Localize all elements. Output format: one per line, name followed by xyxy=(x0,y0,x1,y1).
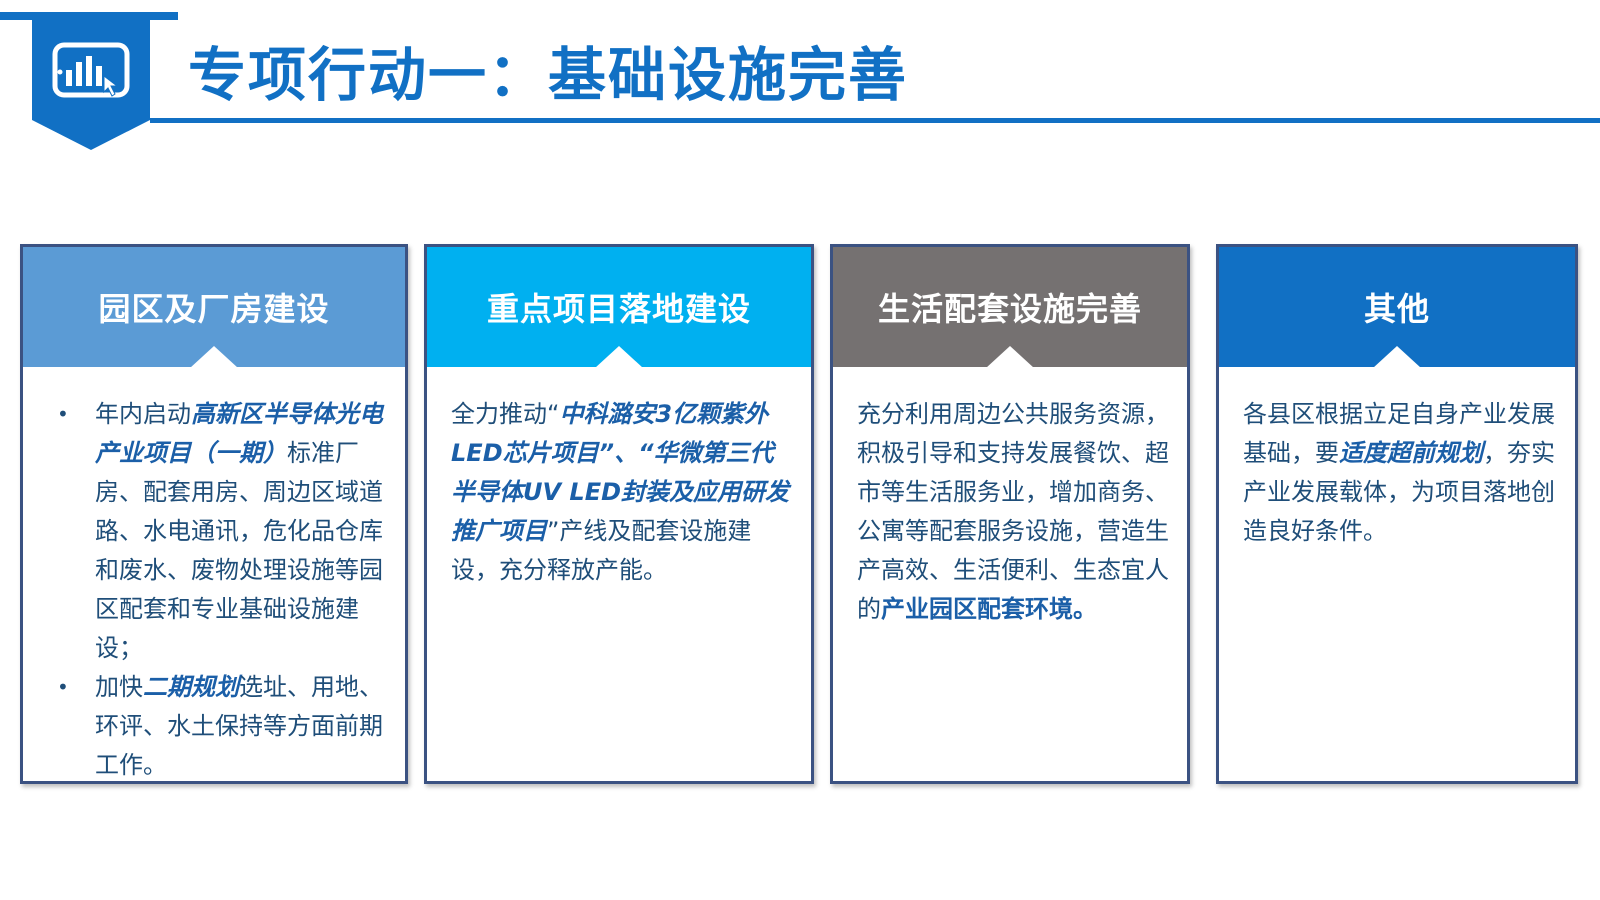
body-text: 各县区根据立足自身产业发展基础，要 xyxy=(1243,400,1555,467)
card-key-projects: 重点项目落地建设 全力推动“中科潞安3亿颗紫外LED芯片项目”、“华微第三代半导… xyxy=(424,244,814,784)
body-text: ”、“ xyxy=(598,439,654,467)
body-emphasis: 中科潞安3亿颗紫外LED芯片项目 xyxy=(451,400,769,467)
item-text: 加快 xyxy=(95,673,143,701)
body-text: 全力推动“ xyxy=(451,400,560,428)
body-text: 充分利用周边公共服务资源，积极引导和支持发展餐饮、超市等生活服务业，增加商务、公… xyxy=(857,400,1169,623)
card-header-notch xyxy=(986,346,1034,368)
card-heading: 其他 xyxy=(1363,290,1430,328)
card-header-notch xyxy=(595,346,643,368)
item-emphasis: 高新区半导体光电产业项目（一期） xyxy=(95,400,383,467)
tablet-chart-icon xyxy=(52,42,130,98)
header-underline xyxy=(150,118,1600,123)
card-others: 其他 各县区根据立足自身产业发展基础，要适度超前规划，夯实产业发展载体，为项目落… xyxy=(1216,244,1578,784)
card-heading: 重点项目落地建设 xyxy=(486,290,751,328)
card-header-notch xyxy=(1373,346,1421,368)
card-header: 重点项目落地建设 xyxy=(427,247,811,368)
card-body: • 年内启动高新区半导体光电产业项目（一期）标准厂房、配套用房、周边区域道路、水… xyxy=(23,367,405,785)
body-text: ”产线及配套设施建设，充分释放产能。 xyxy=(451,517,752,584)
body-emphasis: 华微第三代半导体UV LED封装及应用研发推广项目 xyxy=(451,439,790,545)
card-header: 生活配套设施完善 xyxy=(833,247,1187,368)
body-emphasis: 产业园区配套环境 xyxy=(881,595,1073,623)
body-text: ，夯实产业发展载体，为项目落地创造良好条件。 xyxy=(1243,439,1555,545)
card-heading: 生活配套设施完善 xyxy=(877,290,1142,328)
card-heading: 园区及厂房建设 xyxy=(98,290,330,328)
card-body: 充分利用周边公共服务资源，积极引导和支持发展餐饮、超市等生活服务业，增加商务、公… xyxy=(833,367,1187,629)
item-text: 年内启动 xyxy=(95,400,191,428)
list-item: • 年内启动高新区半导体光电产业项目（一期）标准厂房、配套用房、周边区域道路、水… xyxy=(47,395,387,668)
card-header-notch xyxy=(190,346,238,368)
title-badge-tip xyxy=(32,120,150,150)
item-text: 标准厂房、配套用房、周边区域道路、水电通讯，危化品仓库和废水、废物处理设施等园区… xyxy=(95,439,383,662)
card-body: 全力推动“中科潞安3亿颗紫外LED芯片项目”、“华微第三代半导体UV LED封装… xyxy=(427,367,811,590)
body-emphasis: 适度超前规划 xyxy=(1339,439,1483,467)
bullet-icon: • xyxy=(57,675,69,699)
card-header: 园区及厂房建设 xyxy=(23,247,405,368)
item-emphasis: 二期规划 xyxy=(143,673,239,701)
item-text: 选址、用地、环评、水土保持等方面前期工作。 xyxy=(95,673,383,779)
card-living-facilities: 生活配套设施完善 充分利用周边公共服务资源，积极引导和支持发展餐饮、超市等生活服… xyxy=(830,244,1190,784)
bullet-icon: • xyxy=(57,402,69,426)
card-body: 各县区根据立足自身产业发展基础，要适度超前规划，夯实产业发展载体，为项目落地创造… xyxy=(1219,367,1575,551)
card-header: 其他 xyxy=(1219,247,1575,368)
card-park-construction: 园区及厂房建设 • 年内启动高新区半导体光电产业项目（一期）标准厂房、配套用房、… xyxy=(20,244,408,784)
body-text: 。 xyxy=(1073,595,1097,623)
page-title: 专项行动一：基础设施完善 xyxy=(188,41,909,109)
list-item: • 加快二期规划选址、用地、环评、水土保持等方面前期工作。 xyxy=(47,668,387,785)
